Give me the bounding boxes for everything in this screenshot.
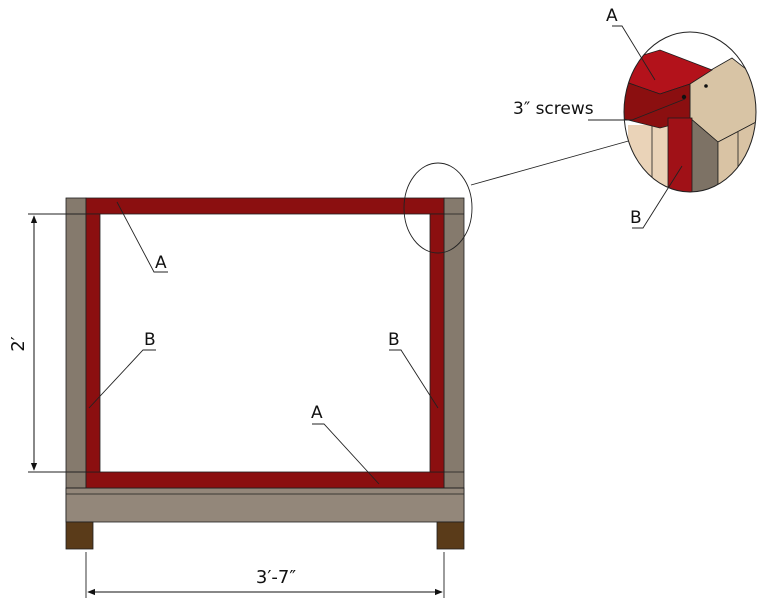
corner-detail-view <box>623 31 757 193</box>
callout-detail-rail: A <box>606 6 618 26</box>
left-foot <box>65 521 94 550</box>
frame-assembly <box>65 197 465 550</box>
callout-detail-stile: B <box>630 208 642 228</box>
callout-bottom-rail: A <box>311 403 323 423</box>
callout-screws: 3″ screws <box>513 99 594 119</box>
callout-left-stile: B <box>144 330 156 350</box>
right-stile <box>429 213 445 473</box>
right-foot <box>436 521 465 550</box>
width-dimension: 3′-7″ <box>85 552 445 598</box>
callout-right-stile: B <box>388 330 400 350</box>
top-rail <box>85 197 445 215</box>
base-beam <box>65 487 465 523</box>
bottom-rail <box>85 471 445 489</box>
height-label: 2′ <box>8 336 29 352</box>
detail-callouts: A 3″ screws B <box>513 6 686 229</box>
right-post <box>443 197 465 523</box>
part-callouts: A B B A <box>88 201 439 485</box>
height-dimension: 2′ <box>8 213 86 473</box>
detail-marker-circle <box>403 162 473 254</box>
width-label: 3′-7″ <box>256 567 296 588</box>
left-stile <box>85 213 101 473</box>
left-post <box>65 197 87 523</box>
callout-top-rail: A <box>155 253 167 273</box>
